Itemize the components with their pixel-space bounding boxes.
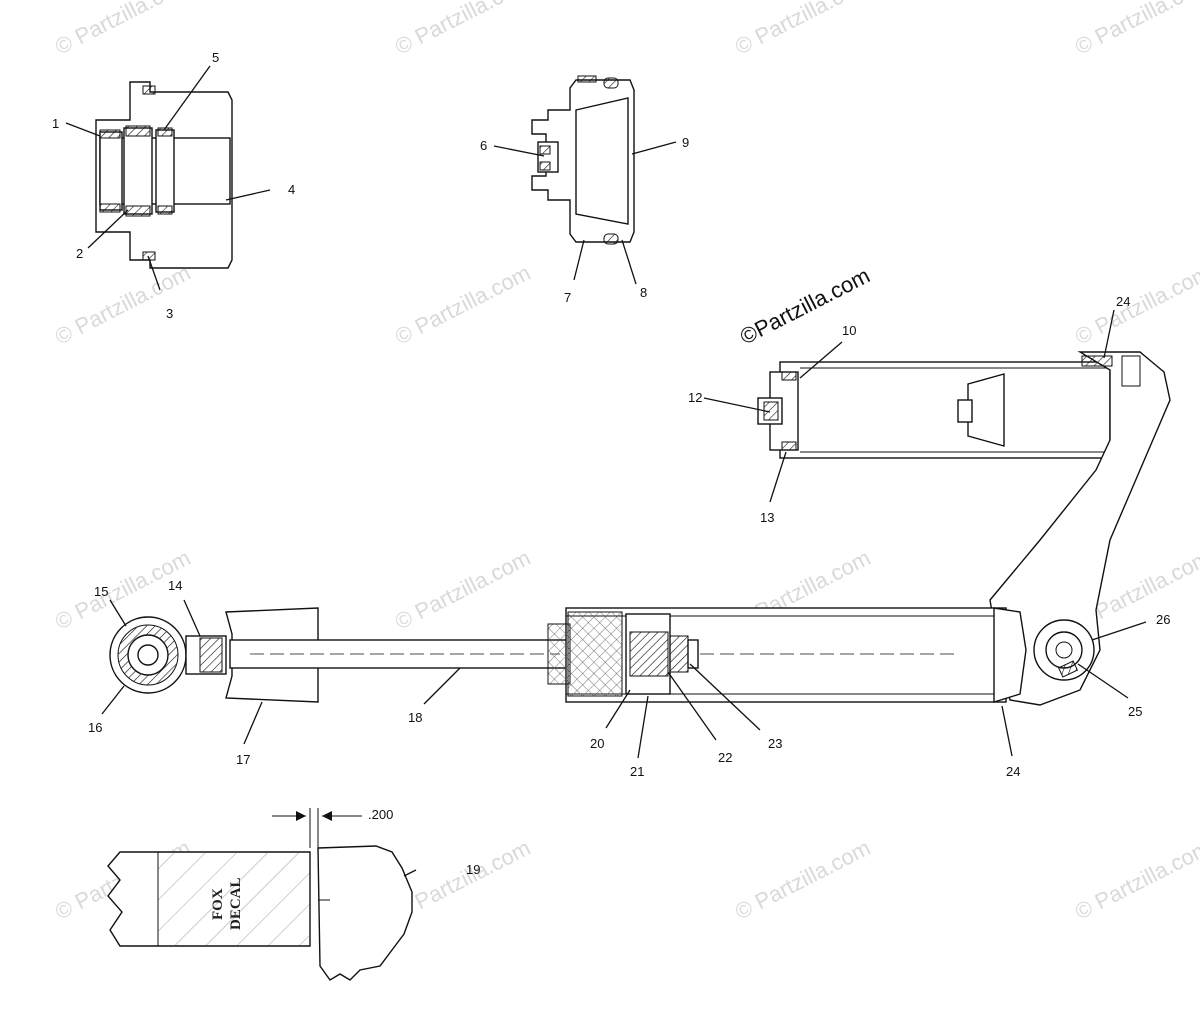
- callout-4: 4: [288, 182, 295, 197]
- callout-10: 10: [842, 323, 856, 338]
- callout-21: 21: [630, 764, 644, 779]
- leader-lines: [65, 65, 1147, 877]
- callout-22: 22: [718, 750, 732, 765]
- watermark-text: © Partzilla.com: [731, 0, 874, 59]
- callout-15: 15: [94, 584, 108, 599]
- callout-1: 1: [52, 116, 59, 131]
- watermark-text: © Partzilla.com: [1071, 835, 1200, 925]
- watermark-text: © Partzilla.com: [731, 835, 874, 925]
- dimension-label: .200: [368, 807, 393, 822]
- callout-5: 5: [212, 50, 219, 65]
- reservoir-cap-decal-detail: .200 FOX DECAL: [107, 807, 413, 981]
- callout-26: 26: [1156, 612, 1170, 627]
- callout-23: 23: [768, 736, 782, 751]
- decal-text-decal: DECAL: [228, 877, 244, 930]
- callout-labels: 1 2 3 4 5 6 7 8 9 10 12 13 14 15 16 17 1…: [52, 50, 1170, 877]
- callout-13: 13: [760, 510, 774, 525]
- watermark-text: © Partzilla.com: [51, 0, 194, 59]
- watermark-text: © Partzilla.com: [391, 0, 534, 59]
- callout-19: 19: [466, 862, 480, 877]
- callout-25: 25: [1128, 704, 1142, 719]
- callout-20: 20: [590, 736, 604, 751]
- decal-text-fox: FOX: [210, 888, 226, 920]
- callout-9: 9: [682, 135, 689, 150]
- seal-head-assembly: [95, 81, 233, 269]
- watermark-text: © Partzilla.com: [1071, 0, 1200, 59]
- callout-14: 14: [168, 578, 182, 593]
- callout-16: 16: [88, 720, 102, 735]
- watermark-text: © Partzilla.com: [51, 260, 194, 350]
- shock-body-assembly: [109, 607, 1027, 703]
- callout-24-bottom: 24: [1006, 764, 1020, 779]
- watermark-text: © Partzilla.com: [391, 545, 534, 635]
- callout-18: 18: [408, 710, 422, 725]
- callout-2: 2: [76, 246, 83, 261]
- callout-6: 6: [480, 138, 487, 153]
- callout-3: 3: [166, 306, 173, 321]
- watermark-text: © Partzilla.com: [1071, 260, 1200, 350]
- callout-12: 12: [688, 390, 702, 405]
- callout-8: 8: [640, 285, 647, 300]
- callout-24-top: 24: [1116, 294, 1130, 309]
- callout-7: 7: [564, 290, 571, 305]
- reservoir-assembly: [757, 357, 1125, 463]
- callout-17: 17: [236, 752, 250, 767]
- floating-piston-assembly: [531, 75, 635, 245]
- watermark-text: © Partzilla.com: [391, 260, 534, 350]
